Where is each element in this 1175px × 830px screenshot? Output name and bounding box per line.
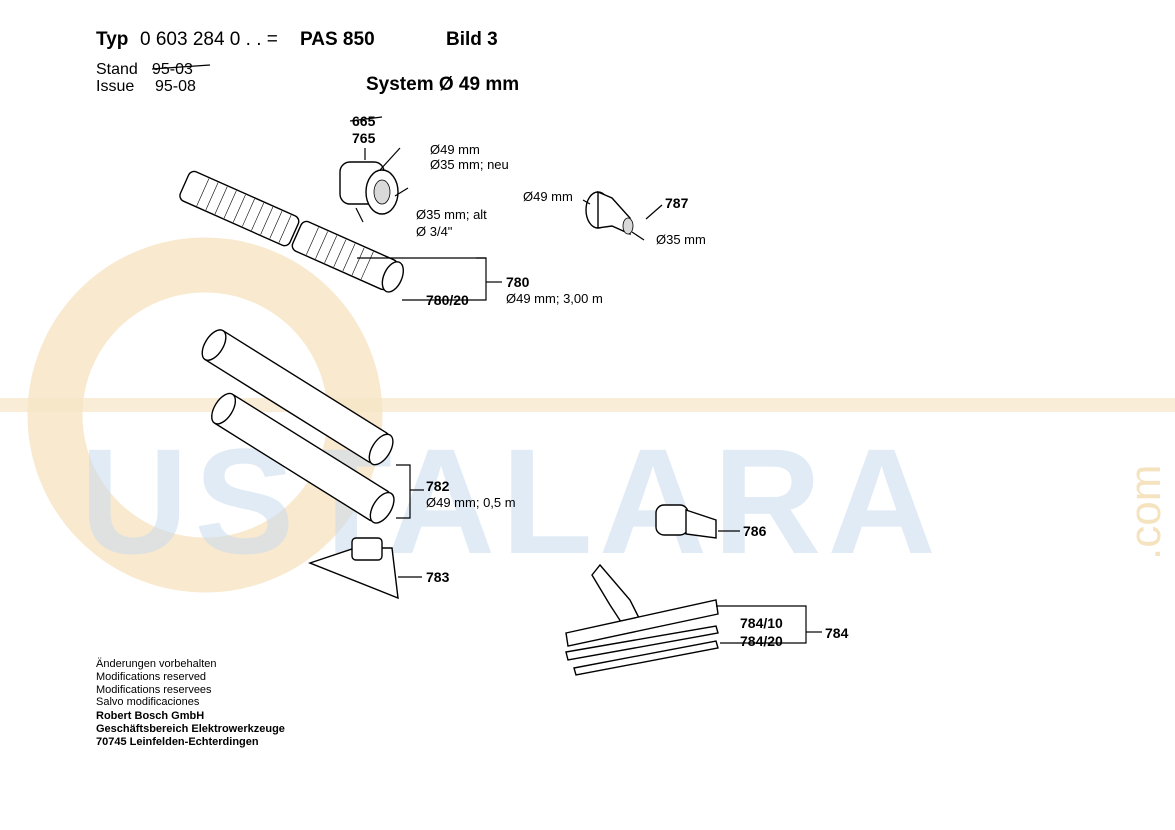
reducer-787: Ø49 mm 787 Ø35 mm — [523, 189, 706, 247]
label-782: 782 — [426, 478, 450, 494]
label-783: 783 — [426, 569, 450, 585]
tubes-782: 782 Ø49 mm; 0,5 m — [201, 329, 516, 524]
label-765-old: 665 — [352, 113, 376, 129]
stand-strike — [151, 64, 211, 70]
nozzle-786-mouth — [685, 509, 717, 539]
tube-2-end-a — [211, 392, 237, 425]
leader-784-bracket — [716, 605, 807, 644]
label-784-10: 784/10 — [740, 615, 783, 631]
adapter-765: 665 765 Ø49 mm Ø35 mm; neu Ø35 mm; alt Ø… — [339, 113, 509, 239]
label-784: 784 — [825, 625, 849, 641]
typ-number: 0 603 284 0 . . = — [140, 29, 278, 50]
nozzle-786: 786 — [655, 504, 767, 539]
tube-1-end-b — [368, 433, 394, 466]
floor-nozzle-head — [565, 599, 719, 647]
watermark-suffix: .com — [1121, 465, 1170, 560]
label-786: 786 — [743, 523, 767, 539]
floor-nozzle-brush-strip-1 — [565, 625, 719, 661]
spec-765-4: Ø 3/4" — [416, 224, 453, 239]
stand-label: Stand — [96, 61, 138, 78]
reducer-taper — [597, 190, 631, 236]
floor-nozzle-784: 784/10 784/20 784 — [565, 563, 849, 676]
model-name: PAS 850 — [300, 29, 375, 50]
issue-label: Issue — [96, 78, 134, 95]
footer-line-2: Modifications reserved — [96, 671, 206, 683]
footer-line-5: Robert Bosch GmbH — [96, 710, 204, 722]
strike-665 — [349, 116, 383, 122]
watermark: USTALARA .com — [0, 237, 1175, 593]
label-784-20: 784/20 — [740, 633, 783, 649]
spec-765-1: Ø49 mm — [430, 142, 480, 157]
spec-765-2: Ø35 mm; neu — [430, 157, 509, 172]
nozzle-783: 783 — [307, 537, 450, 600]
leader-782-bracket — [396, 464, 411, 519]
nozzle-786-neck — [655, 504, 689, 536]
spec-787-2: Ø35 mm — [656, 232, 706, 247]
leader-787-d49 — [582, 199, 591, 205]
footer-line-3: Modifications reservees — [96, 684, 212, 696]
tube-1-end-a — [201, 329, 227, 361]
leader-765-d49 — [379, 147, 401, 171]
footer-line-6: Geschäftsbereich Elektrowerkzeuge — [96, 723, 285, 735]
label-765: 765 — [352, 130, 376, 146]
typ-label: Typ — [96, 29, 128, 50]
footer-line-1: Änderungen vorbehalten — [96, 658, 216, 670]
hose-780: 780 780/20 Ø49 mm; 3,00 m — [179, 170, 603, 308]
spec-787-1: Ø49 mm — [523, 189, 573, 204]
watermark-band — [0, 398, 1175, 412]
leader-787 — [645, 204, 663, 220]
label-780-20: 780/20 — [426, 292, 469, 308]
header: Typ 0 603 284 0 . . = PAS 850 Bild 3 Sta… — [96, 29, 519, 95]
bild-label: Bild 3 — [446, 29, 498, 50]
reducer-small-end — [622, 217, 634, 235]
spec-765-3: Ø35 mm; alt — [416, 207, 487, 222]
hose-end-opening — [381, 261, 405, 293]
footer-line-4: Salvo modificaciones — [96, 696, 200, 708]
spec-782: Ø49 mm; 0,5 m — [426, 495, 516, 510]
nozzle-783-neck — [351, 537, 383, 561]
issue-value: 95-08 — [155, 78, 196, 95]
adapter-bore — [373, 179, 391, 205]
tube-2-end-b — [369, 491, 395, 524]
leader-787-d35 — [631, 231, 645, 241]
leader-765-thread — [355, 207, 364, 223]
label-780: 780 — [506, 274, 530, 290]
footer-line-7: 70745 Leinfelden-Echterdingen — [96, 736, 259, 748]
label-787: 787 — [665, 195, 689, 211]
leader-765-d35alt — [394, 187, 409, 197]
watermark-text: USTALARA — [80, 417, 942, 585]
system-title: System Ø 49 mm — [366, 74, 519, 95]
hose-ribs — [196, 178, 374, 280]
stand-value: 95-03 — [152, 61, 193, 78]
spec-780: Ø49 mm; 3,00 m — [506, 291, 603, 306]
floor-nozzle-brush-strip-2 — [573, 640, 719, 676]
footer: Änderungen vorbehalten Modifications res… — [96, 658, 285, 748]
